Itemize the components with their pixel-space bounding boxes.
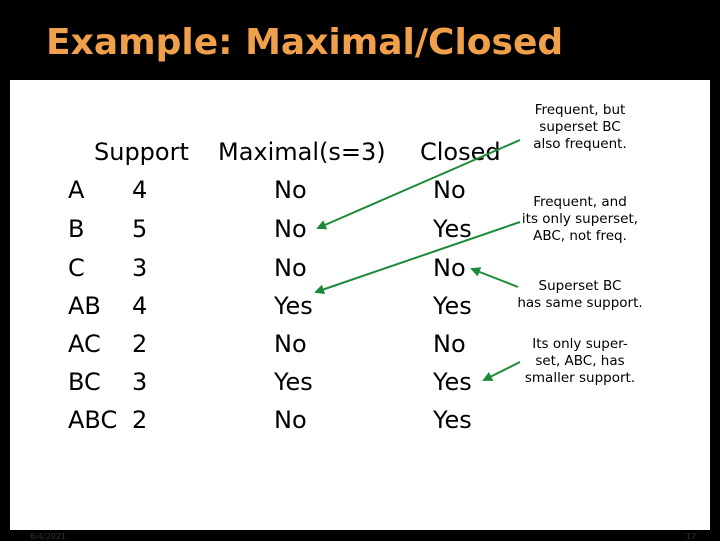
header-closed: Closed — [420, 138, 501, 166]
annotation-line: set, ABC, has — [535, 353, 625, 369]
header-maximal: Maximal(s=3) — [218, 138, 386, 166]
itemset-label: ABC — [68, 406, 118, 434]
itemset-label: B — [68, 215, 85, 243]
annotation-line: smaller support. — [524, 370, 636, 386]
itemset-label: AC — [68, 330, 101, 358]
itemset-label: BC — [68, 368, 101, 396]
annotation-bc-maximal: Frequent, and its only superset, ABC, no… — [490, 194, 670, 245]
annotation-line: Frequent, but — [534, 102, 626, 118]
itemset-label: A — [68, 176, 85, 204]
annotation-line: has same support. — [517, 295, 643, 311]
closed-value: No — [433, 176, 466, 204]
annotation-line: ABC, not freq. — [533, 228, 627, 244]
annotation-line: Frequent, and — [533, 194, 627, 210]
annotation-line: Its only super- — [532, 336, 628, 352]
title-bar: Example: Maximal/Closed — [0, 0, 720, 78]
closed-value: Yes — [433, 406, 472, 434]
closed-value: Yes — [433, 292, 472, 320]
annotation-c-not-closed: Superset BC has same support. — [490, 278, 670, 312]
closed-value: Yes — [433, 215, 472, 243]
slide-title: Example: Maximal/Closed — [46, 22, 564, 63]
page-number: 17 — [686, 532, 697, 541]
maximal-value: No — [274, 406, 307, 434]
itemset-label: C — [68, 254, 85, 282]
maximal-value: No — [274, 254, 307, 282]
header-support: Support — [94, 138, 189, 166]
support-value: 4 — [132, 292, 148, 320]
annotation-line: also frequent. — [533, 136, 627, 152]
closed-value: No — [433, 330, 466, 358]
maximal-value: No — [274, 330, 307, 358]
maximal-value: Yes — [274, 292, 313, 320]
maximal-value: No — [274, 176, 307, 204]
slide-content: Support Maximal(s=3) Closed A 4 No No B … — [10, 80, 710, 541]
annotation-a-not-maximal: Frequent, but superset BC also frequent. — [490, 102, 670, 153]
annotation-bc-closed: Its only super- set, ABC, has smaller su… — [490, 336, 670, 387]
maximal-value: No — [274, 215, 307, 243]
support-value: 2 — [132, 406, 148, 434]
closed-value: Yes — [433, 368, 472, 396]
maximal-value: Yes — [274, 368, 313, 396]
footer-date: 8/4/2021 — [30, 532, 66, 541]
annotation-line: Superset BC — [538, 278, 622, 294]
itemset-label: AB — [68, 292, 101, 320]
annotation-line: superset BC — [539, 119, 621, 135]
annotation-line: its only superset, — [521, 211, 639, 227]
support-value: 4 — [132, 176, 148, 204]
support-value: 3 — [132, 368, 148, 396]
closed-value: No — [433, 254, 466, 282]
support-value: 3 — [132, 254, 148, 282]
support-value: 2 — [132, 330, 148, 358]
support-value: 5 — [132, 215, 148, 243]
